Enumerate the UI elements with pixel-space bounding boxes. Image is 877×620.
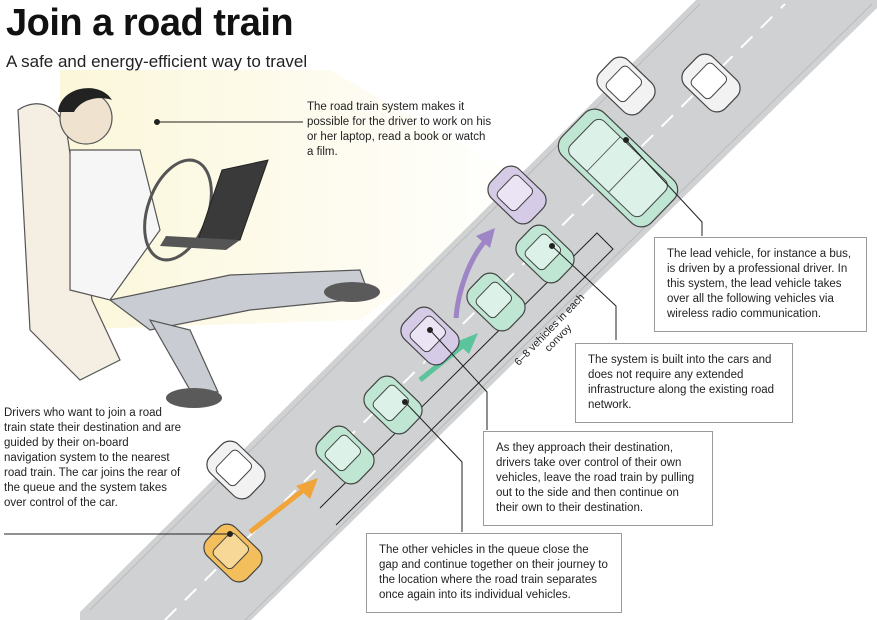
callout-close-gap: The other vehicles in the queue close th… <box>366 533 622 613</box>
light-beam <box>60 70 540 330</box>
car-other <box>206 440 266 500</box>
callout-lead-vehicle: The lead vehicle, for instance a bus, is… <box>654 237 867 332</box>
car-convoy <box>315 425 375 485</box>
lead-bus <box>557 108 679 228</box>
callout-driver-laptop: The road train system makes it possible … <box>307 101 492 158</box>
convoy-bracket <box>319 232 614 526</box>
car-leaving <box>487 165 547 225</box>
car-other <box>596 56 656 116</box>
callout-system-built-in: The system is built into the cars and do… <box>575 343 793 423</box>
leader-lines <box>4 119 703 537</box>
car-convoy <box>363 375 423 435</box>
car-other <box>681 53 741 113</box>
car-leaving <box>400 306 460 366</box>
leave-arrow <box>453 228 495 319</box>
page-subtitle: A safe and energy-efficient way to trave… <box>6 52 308 71</box>
page-title: Join a road train <box>6 2 294 44</box>
car-convoy <box>466 272 526 332</box>
driver-illustration <box>17 88 380 408</box>
join-arrow <box>248 478 318 534</box>
callout-join-train: Drivers who want to join a road train st… <box>4 407 182 509</box>
callout-approach-destination: As they approach their destination, driv… <box>483 431 713 526</box>
